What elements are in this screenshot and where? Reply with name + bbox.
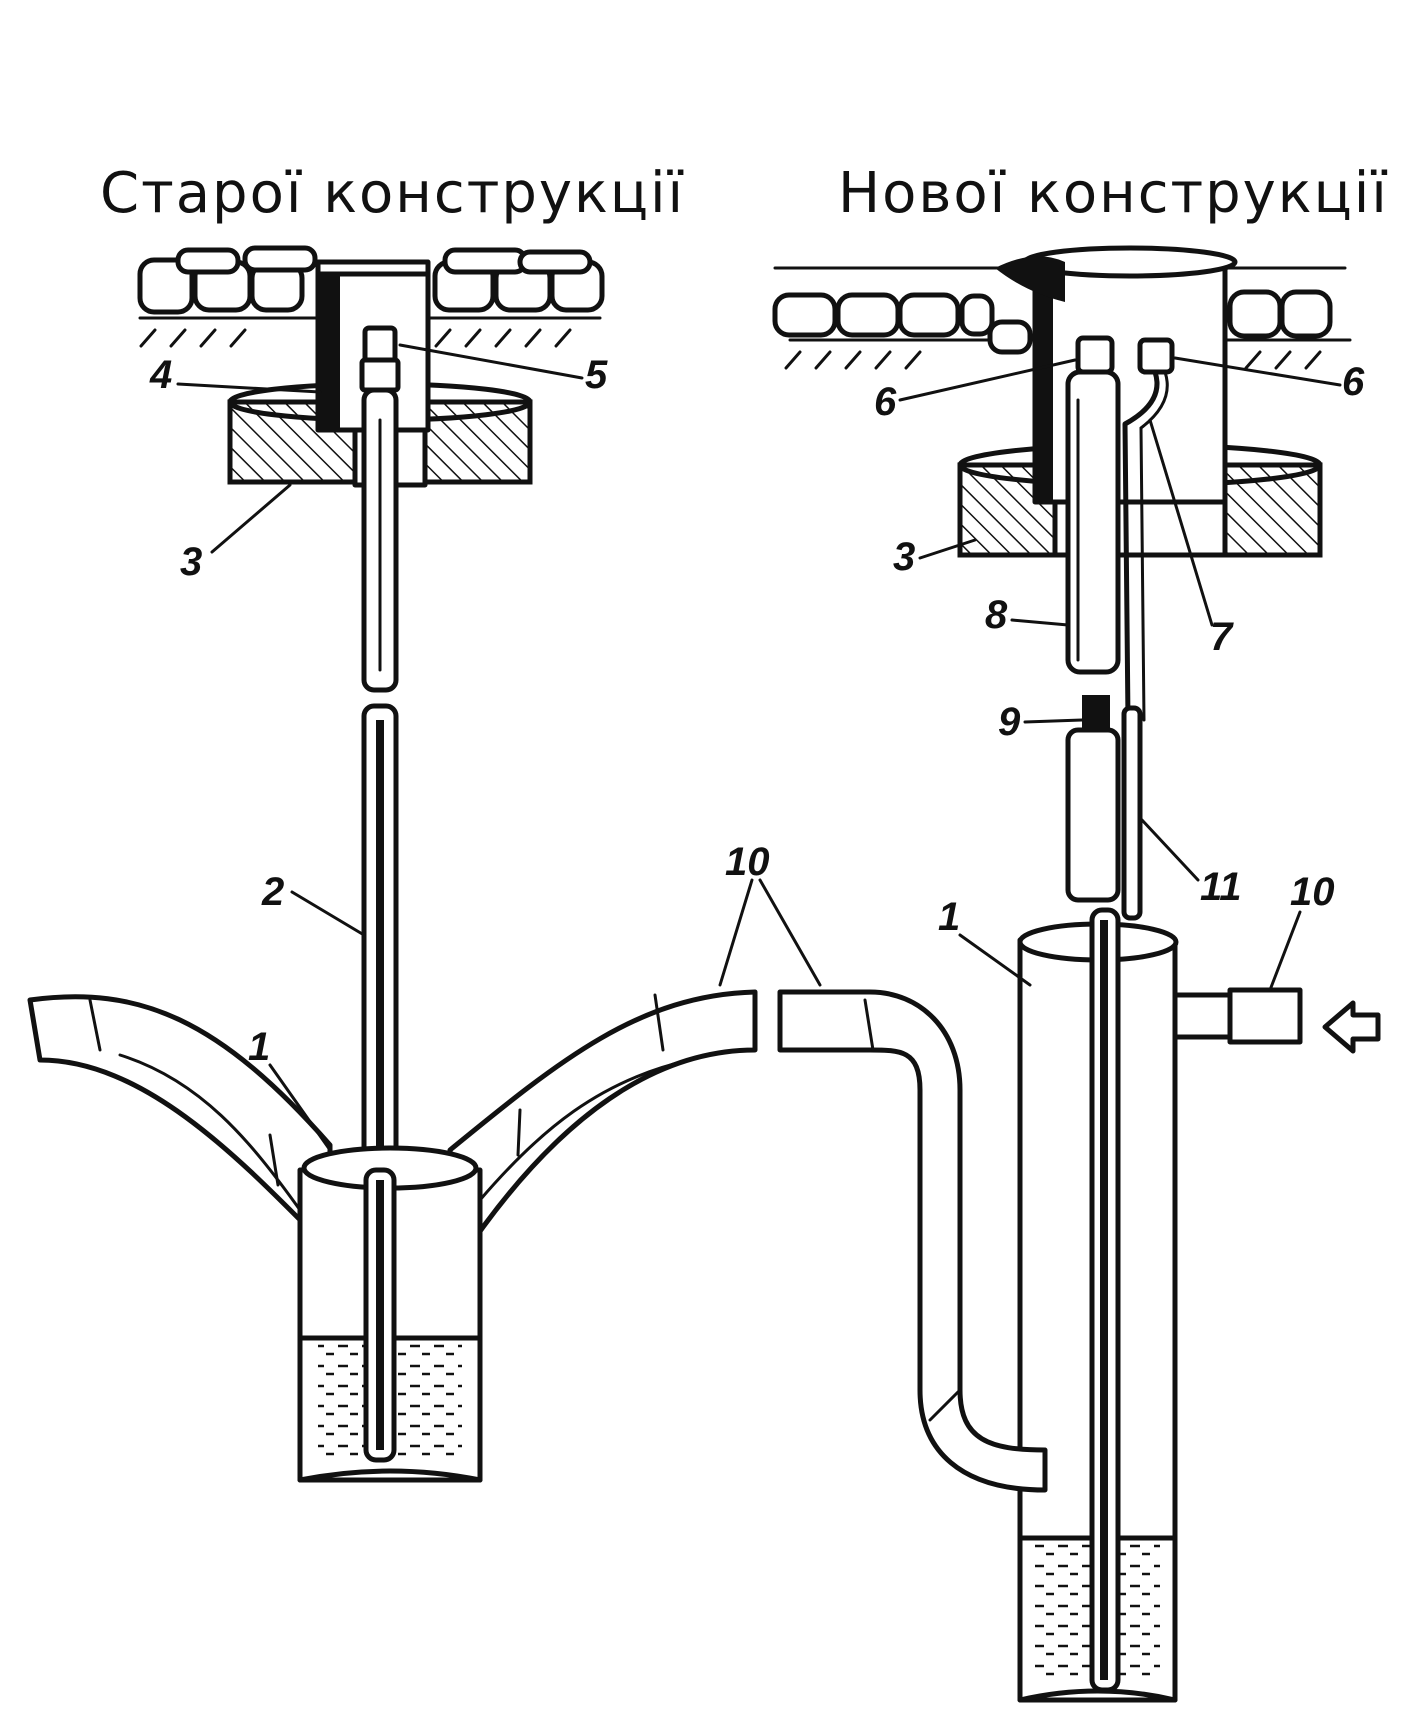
new-label-1: 1 xyxy=(938,895,960,939)
title-new-design: Нової конструкції xyxy=(838,161,1389,226)
new-tube-8 xyxy=(1065,369,1121,675)
old-design-assembly: 4 5 3 2 1 10 xyxy=(27,245,822,1483)
old-labels: 4 5 3 2 1 10 xyxy=(149,343,822,1152)
old-paving-stones xyxy=(137,245,605,315)
new-siphon-pipe xyxy=(777,989,1048,1493)
old-label-4: 4 xyxy=(149,353,172,397)
old-gulley-body xyxy=(297,1145,483,1483)
new-label-3: 3 xyxy=(893,535,915,579)
new-label-11: 11 xyxy=(1200,865,1242,909)
new-label-8: 8 xyxy=(985,593,1008,637)
new-labels: 6 6 3 8 7 9 11 1 10 xyxy=(874,356,1365,992)
old-left-branch-pipe xyxy=(27,994,333,1253)
old-label-10: 10 xyxy=(725,840,770,884)
old-label-2: 2 xyxy=(261,870,284,914)
new-design-assembly: 6 6 3 8 7 9 11 1 10 xyxy=(772,245,1381,1703)
title-old-design: Старої конструкції xyxy=(100,161,685,226)
old-right-branch-pipe xyxy=(447,989,758,1263)
new-label-9: 9 xyxy=(998,700,1021,744)
flow-arrow-icon xyxy=(1322,1000,1381,1054)
new-label-10: 10 xyxy=(1290,870,1335,914)
old-label-5: 5 xyxy=(585,353,608,397)
old-label-3: 3 xyxy=(180,540,202,584)
old-label-1: 1 xyxy=(248,1025,270,1069)
new-label-7: 7 xyxy=(1210,615,1234,659)
new-paving-stones xyxy=(772,289,1333,355)
new-rod-7 xyxy=(1122,369,1160,723)
new-nut-left xyxy=(1075,335,1115,375)
new-nut-right xyxy=(1137,337,1175,375)
new-coupling-9 xyxy=(1065,695,1121,903)
new-gulley-body xyxy=(1017,907,1179,1703)
new-inlet-pipe-10 xyxy=(1172,987,1381,1054)
old-valve-nut xyxy=(359,325,401,393)
new-label-6-right: 6 xyxy=(1342,360,1365,404)
new-label-6-left: 6 xyxy=(874,380,897,424)
new-rod-11 xyxy=(1121,705,1143,921)
